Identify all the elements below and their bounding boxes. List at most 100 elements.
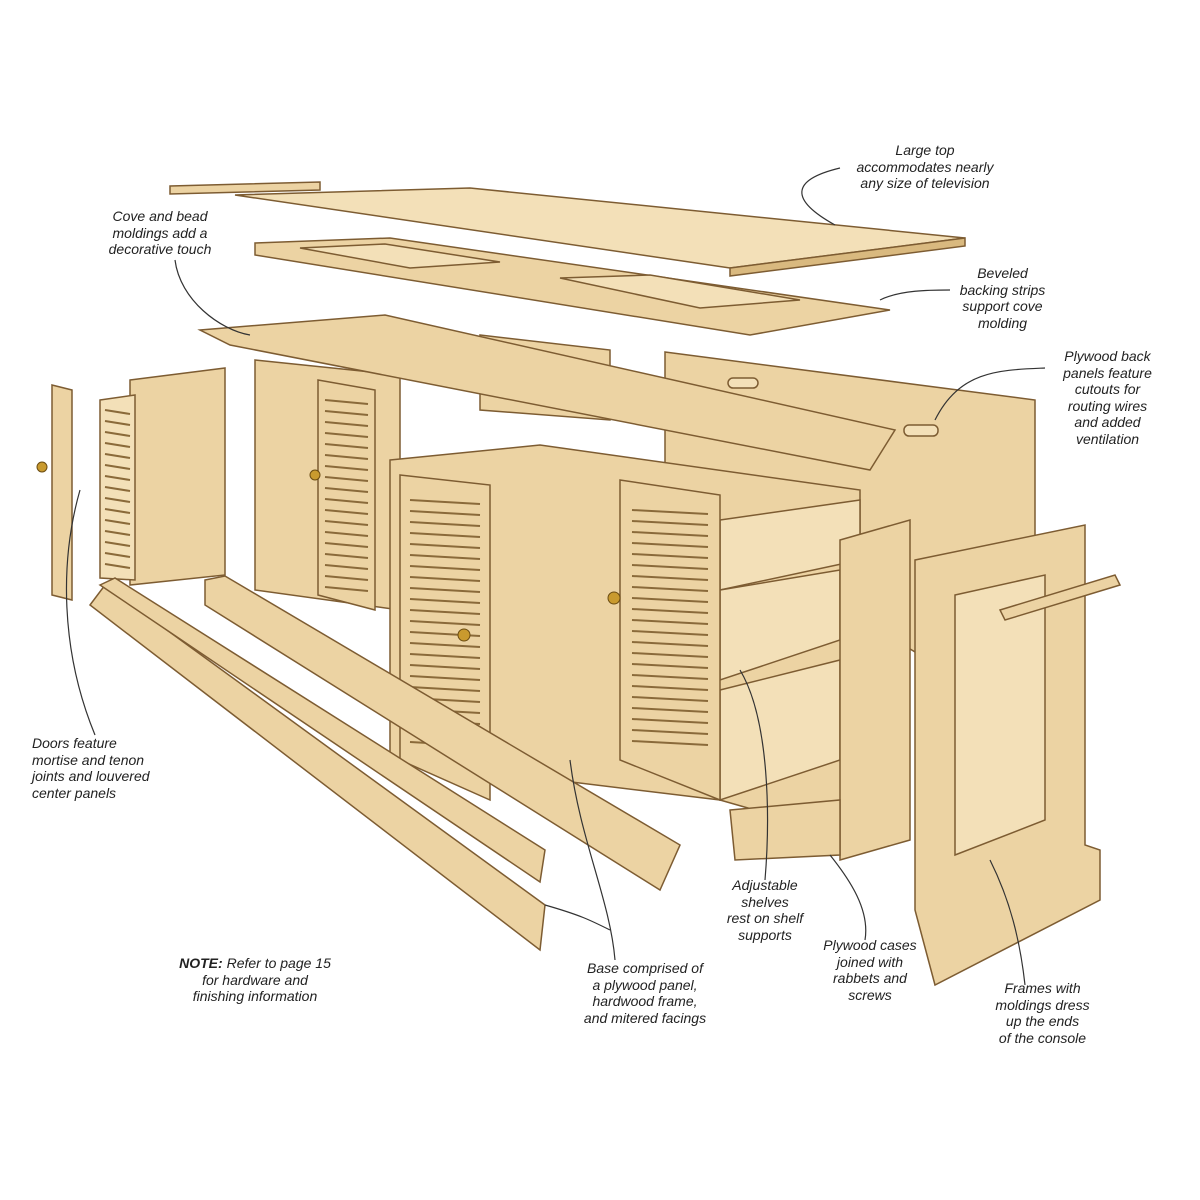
base-facing-molding (98, 577, 546, 884)
louver-slat (324, 410, 369, 416)
callout-line: accommodates nearly (856, 158, 994, 175)
callout-line: rest on shelf (726, 910, 804, 926)
louver-slat (324, 498, 369, 504)
callout-shelves: Adjustable shelves rest on shelf support… (705, 877, 825, 943)
callout-frames: Frames with moldings dress up the ends o… (975, 980, 1110, 1046)
louver-slat (104, 486, 131, 492)
louver-slat (409, 664, 481, 670)
callout-line: joined with (836, 953, 904, 970)
callout-plywood-back: Plywood back panels feature cutouts for … (1045, 348, 1170, 447)
louver-slat (104, 453, 131, 459)
louver-slat (631, 630, 709, 636)
louver-slat (631, 575, 709, 581)
callout-line: center panels (32, 784, 117, 801)
louver-slat (409, 686, 481, 692)
callout-note: NOTE: Refer to page 15 for hardware and … (155, 955, 355, 1005)
louver-slat (324, 509, 369, 515)
louver-slat (631, 619, 709, 625)
callout-line: mortise and tenon (32, 751, 145, 768)
louver-slat (631, 663, 709, 669)
callout-line: Beveled (977, 265, 1028, 281)
louver-slat (324, 432, 369, 438)
louver-slat (409, 675, 481, 681)
door-knob (309, 469, 321, 481)
door-knob (607, 591, 621, 605)
callout-line: support cove (962, 298, 1043, 314)
door-knob (36, 461, 48, 473)
louver-slat (409, 499, 481, 505)
callout-line: Adjustable (732, 877, 798, 893)
louver-slat (324, 586, 369, 592)
callout-line: hardwood frame, (592, 993, 698, 1009)
wire-cutout (903, 424, 939, 437)
louver-slat (631, 674, 709, 680)
louver-slat (104, 442, 131, 448)
door-louvered-3 (619, 479, 721, 802)
callout-line: Large top (895, 142, 955, 158)
louver-slat (324, 454, 369, 460)
backing-frame-opening-2 (559, 274, 801, 309)
callout-line: molding (977, 314, 1028, 331)
louver-slat (409, 620, 481, 626)
wire-cutout (727, 377, 759, 389)
louver-slat (409, 609, 481, 615)
callout-line: shelves (741, 893, 789, 910)
end-frame-opening (954, 574, 1046, 857)
louver-slat (631, 707, 709, 713)
cove-molding (197, 314, 897, 471)
louver-slat (631, 586, 709, 592)
callout-base: Base comprised of a plywood panel, hardw… (560, 960, 730, 1026)
louver-slat (631, 608, 709, 614)
end-frame-rail (998, 574, 1122, 621)
louver-slat (324, 487, 369, 493)
louver-slat (324, 520, 369, 526)
louver-slat (409, 532, 481, 538)
callout-line: decorative touch (108, 241, 212, 257)
callout-line: Refer to page 15 (226, 955, 331, 971)
louver-slat (324, 465, 369, 471)
callout-line: rabbets and (833, 970, 907, 986)
door-left-exploded (51, 367, 226, 601)
louver-slat (324, 564, 369, 570)
callout-line: any size of television (860, 175, 990, 191)
louver-slat (631, 531, 709, 537)
callout-line: finishing information (192, 988, 318, 1004)
note-label: NOTE: (179, 955, 223, 971)
louver-slat (104, 552, 131, 558)
callout-line: Doors feature (32, 735, 117, 751)
louver-slat (104, 508, 131, 514)
louver-slat (104, 563, 131, 569)
louver-slat (631, 564, 709, 570)
louver-slat (631, 597, 709, 603)
callout-line: backing strips (959, 281, 1046, 298)
callout-line: and mitered facings (583, 1009, 707, 1026)
door-louvered-1 (317, 379, 376, 611)
callout-large-top: Large top accommodates nearly any size o… (830, 142, 1020, 192)
louver-slat (104, 420, 131, 426)
end-case-panel (839, 519, 911, 861)
louver-slat (324, 399, 369, 405)
louver-slat (324, 575, 369, 581)
callout-line: supports (738, 926, 792, 943)
louver-slat (324, 553, 369, 559)
base-rail (204, 575, 681, 892)
door-knob (457, 628, 471, 642)
callout-line: cutouts for (1074, 381, 1141, 397)
base-front (729, 799, 841, 861)
louver-slat (631, 685, 709, 691)
louver-slat (409, 576, 481, 582)
louver-slat (631, 553, 709, 559)
louver-slat (631, 652, 709, 658)
louver-slat (409, 598, 481, 604)
top-panel-edge (729, 237, 966, 277)
callout-line: for hardware and (202, 971, 308, 988)
louver-slat (631, 520, 709, 526)
louver-slat (631, 641, 709, 647)
callout-line: joints and louvered (32, 768, 150, 784)
callout-line: of the console (998, 1029, 1087, 1046)
louver-slat (104, 409, 131, 415)
louver-slat (104, 519, 131, 525)
backing-frame-opening (299, 243, 501, 269)
callout-cases: Plywood cases joined with rabbets and sc… (810, 937, 930, 1003)
